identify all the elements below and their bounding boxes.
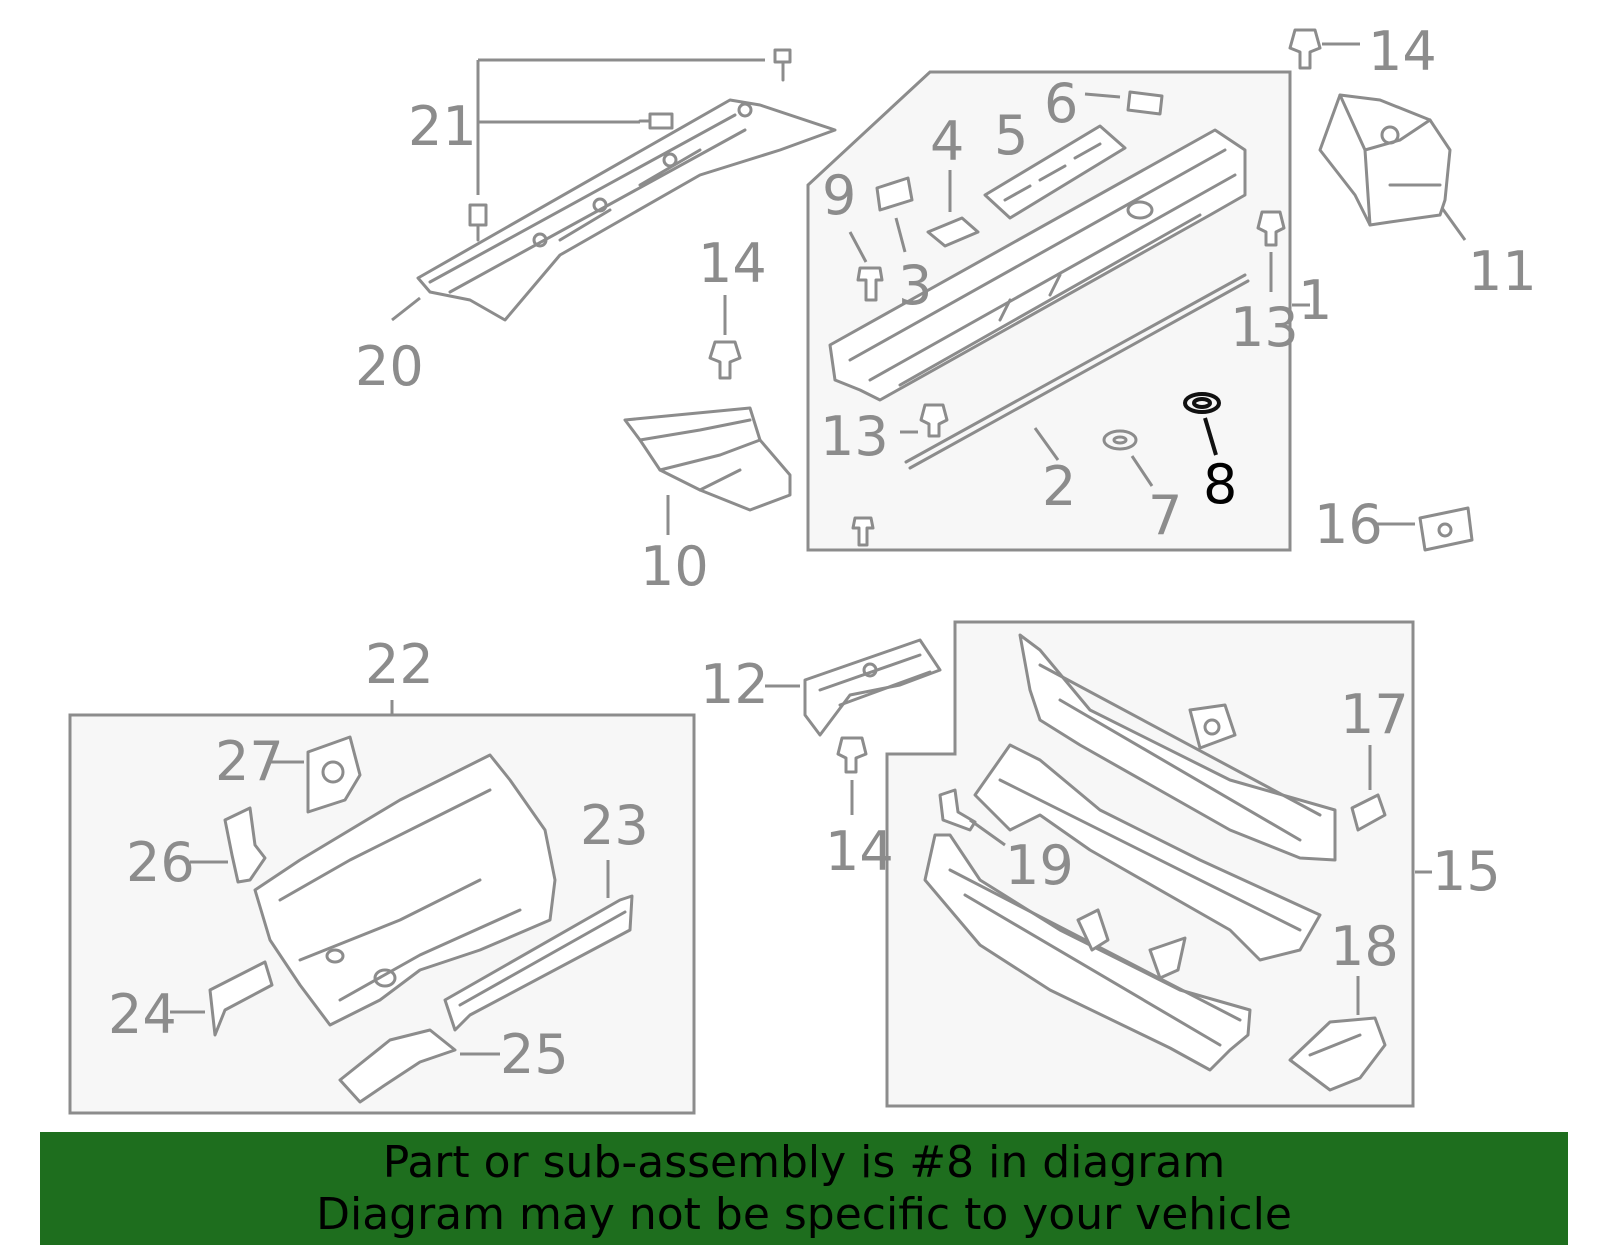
part-5-pad-set xyxy=(983,124,1127,220)
callout-16: 16 xyxy=(1314,493,1383,556)
part-1-cowl-assembly xyxy=(828,128,1247,402)
callout-2: 2 xyxy=(1042,455,1076,518)
callout-24: 24 xyxy=(108,983,177,1046)
part-11-bracket xyxy=(1318,93,1467,241)
part-16-bracket xyxy=(1377,506,1474,552)
callout-7: 7 xyxy=(1148,484,1182,547)
callout-23: 23 xyxy=(580,794,649,857)
callout-27: 27 xyxy=(215,730,284,793)
part-21-bolts xyxy=(468,48,792,242)
part-8-grommet-highlighted xyxy=(1183,392,1221,456)
callout-20: 20 xyxy=(355,335,424,398)
part-17-bracket xyxy=(1350,745,1387,832)
part-13-clip-left xyxy=(900,403,949,438)
part-7-grommet xyxy=(1102,429,1154,487)
part-27-bracket xyxy=(268,735,362,814)
part-24-bracket xyxy=(170,960,274,1037)
callout-11: 11 xyxy=(1468,240,1537,303)
part-15-lower-panel xyxy=(923,833,1252,1072)
callout-1: 1 xyxy=(1298,269,1332,332)
callout-13-right: 13 xyxy=(1230,296,1299,359)
part-notice-banner: Part or sub-assembly is #8 in diagram Di… xyxy=(40,1132,1568,1245)
part-25-bracket xyxy=(338,1028,500,1104)
leader-20 xyxy=(391,296,421,322)
callout-22: 22 xyxy=(365,633,434,696)
callout-3: 3 xyxy=(898,254,932,317)
callout-14-low: 14 xyxy=(825,820,894,883)
banner-line-1: Part or sub-assembly is #8 in diagram xyxy=(382,1136,1226,1188)
callout-6: 6 xyxy=(1044,72,1078,135)
part-10-bracket xyxy=(623,406,792,535)
part-6-pad xyxy=(1084,90,1164,116)
callout-14-top: 14 xyxy=(1368,20,1437,83)
callout-21: 21 xyxy=(408,95,477,158)
callout-10: 10 xyxy=(640,535,709,598)
part-12-bracket xyxy=(765,638,942,737)
part-14-clip-top xyxy=(1288,28,1360,70)
part-20-cowl-panel xyxy=(416,98,837,322)
part-23-rail xyxy=(443,860,634,1032)
part-9-bolt xyxy=(848,231,884,302)
part-2-weatherstrip xyxy=(904,273,1250,470)
banner-line-2: Diagram may not be specific to your vehi… xyxy=(316,1188,1292,1240)
callout-12: 12 xyxy=(700,653,769,716)
callout-4: 4 xyxy=(930,110,964,173)
callout-5: 5 xyxy=(994,104,1028,167)
part-3-pad xyxy=(875,176,914,253)
part-4-pad xyxy=(926,170,980,248)
part-14-clip-low xyxy=(836,736,868,815)
part-13-clip-right xyxy=(1256,210,1286,292)
part-22-floor-panel xyxy=(253,753,557,1027)
callout-25: 25 xyxy=(500,1023,569,1086)
part-26-bracket xyxy=(190,806,267,884)
part-14-clip-mid xyxy=(708,295,742,380)
callout-9: 9 xyxy=(822,164,856,227)
part-bolt-lower xyxy=(851,516,875,547)
callout-26: 26 xyxy=(126,831,195,894)
part-19-crossmember xyxy=(938,743,1322,962)
callout-18: 18 xyxy=(1330,915,1399,978)
callout-13-left: 13 xyxy=(820,405,889,468)
callout-15: 15 xyxy=(1432,840,1501,903)
part-15-dash-panel xyxy=(1018,633,1337,862)
part-18-bracket xyxy=(1288,976,1387,1092)
callout-14-mid: 14 xyxy=(698,232,767,295)
callout-17: 17 xyxy=(1340,683,1409,746)
callout-19: 19 xyxy=(1005,834,1074,897)
callout-8-highlighted: 8 xyxy=(1203,453,1237,516)
